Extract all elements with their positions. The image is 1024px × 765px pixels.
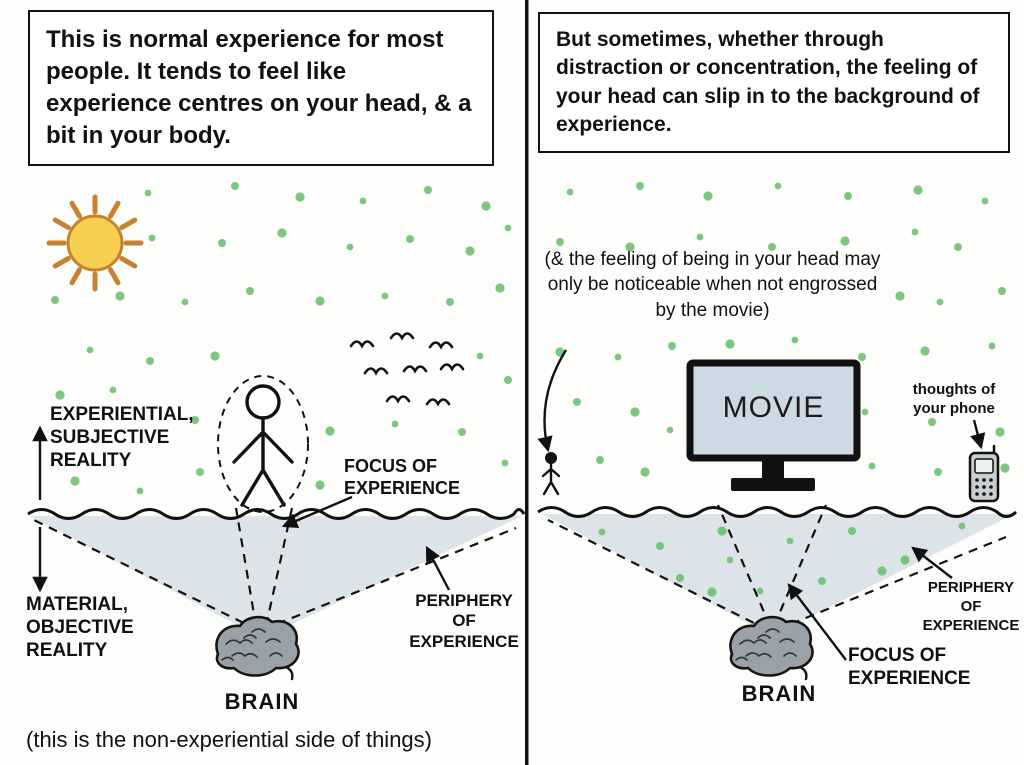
phone-thoughts-label: thoughts of your phone — [912, 381, 996, 417]
periphery-arrow-icon — [911, 546, 953, 579]
movie-screen-text: MOVIE — [722, 391, 825, 424]
focus-arrow-icon — [281, 495, 353, 528]
periphery-arrow-icon — [425, 545, 451, 591]
right-caption: But sometimes, whether through distracti… — [538, 12, 1010, 154]
cone-edges — [547, 504, 1007, 632]
birds-icon — [349, 332, 465, 407]
left-scene — [27, 182, 526, 681]
phone-icon — [968, 444, 1000, 503]
right-arrows — [537, 349, 986, 661]
ambient-dots — [51, 182, 512, 495]
focus-of-experience-label: FOCUS OF EXPERIENCE — [848, 645, 971, 689]
left-arrows — [32, 425, 451, 593]
phone-arrow-icon — [970, 419, 986, 450]
brain-icon — [215, 615, 300, 681]
brain-label: BRAIN — [741, 681, 817, 706]
tv-icon — [686, 359, 861, 491]
brain-icon — [729, 615, 814, 681]
panel-divider — [525, 0, 529, 765]
focus-arrow-icon — [787, 583, 847, 661]
non-experiential-footnote: (this is the non-experiential side of th… — [26, 727, 432, 752]
stick-figure — [217, 375, 309, 513]
experiential-reality-label: EXPERIENTIAL, SUBJECTIVE REALITY — [50, 404, 194, 472]
brain-label: BRAIN — [224, 689, 300, 714]
sun-icon — [46, 194, 144, 292]
right-scene — [537, 182, 1018, 681]
periphery-of-experience-label: PERIPHERY OF EXPERIENCE — [922, 579, 1020, 634]
aura-outline — [217, 375, 309, 513]
left-caption: This is normal experience for most peopl… — [28, 10, 494, 166]
stick-figure-head — [245, 384, 281, 420]
note-arrow-icon — [537, 349, 568, 453]
focus-of-experience-label: FOCUS OF EXPERIENCE — [344, 456, 461, 498]
material-reality-label: MATERIAL, OBJECTIVE REALITY — [26, 594, 134, 662]
small-stick-figure — [541, 452, 561, 496]
experience-boundary — [537, 506, 1018, 518]
periphery-of-experience-label: PERIPHERY OF EXPERIENCE — [409, 591, 519, 651]
ambient-dots — [555, 182, 1010, 597]
head-feeling-note: (& the feeling of being in your head may… — [544, 249, 881, 321]
